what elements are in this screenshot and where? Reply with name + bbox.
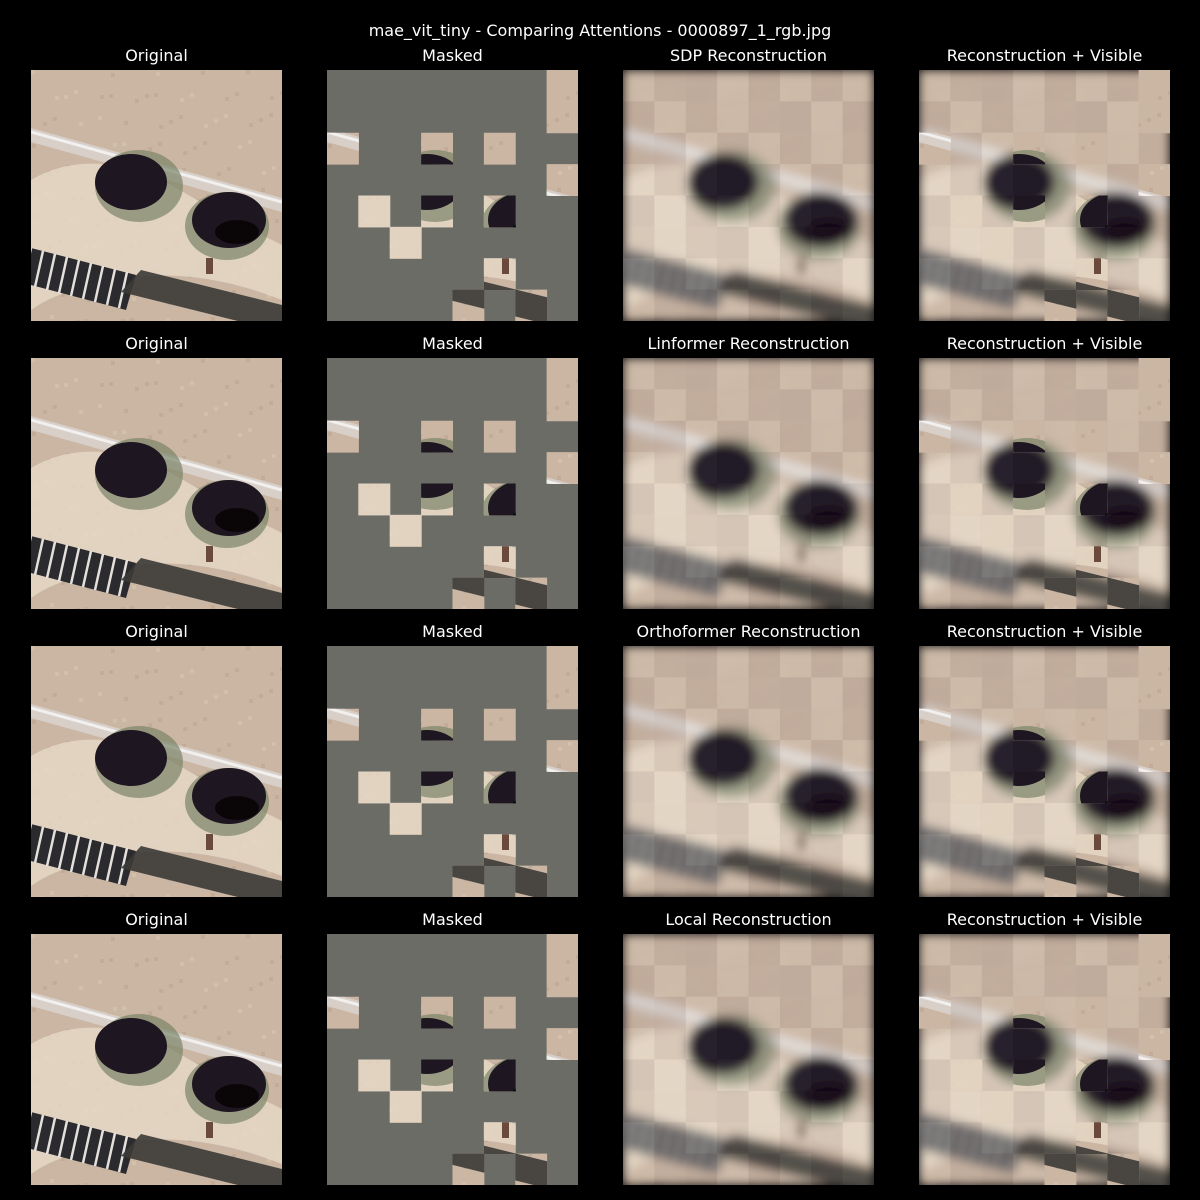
masked-image: [327, 70, 578, 321]
panel-title-masked: Masked: [422, 910, 483, 929]
panel-title-combined: Reconstruction + Visible: [946, 46, 1143, 65]
masked-image: [327, 934, 578, 1185]
original-image: [31, 70, 282, 321]
panel-title-reconstruction: Orthoformer Reconstruction: [636, 622, 861, 641]
reconstruction-image: [623, 358, 874, 609]
figure-title: mae_vit_tiny - Comparing Attentions - 00…: [368, 21, 832, 40]
reconstruction-visible-image: [919, 70, 1170, 321]
panel-title-original: Original: [125, 334, 188, 353]
panel-title-original: Original: [125, 622, 188, 641]
panel-title-combined: Reconstruction + Visible: [946, 334, 1143, 353]
reconstruction-visible-image: [919, 358, 1170, 609]
reconstruction-image: [623, 646, 874, 897]
panel-title-reconstruction: Local Reconstruction: [665, 910, 832, 929]
reconstruction-image: [623, 70, 874, 321]
panel-title-reconstruction: Linformer Reconstruction: [647, 334, 850, 353]
panel-title-combined: Reconstruction + Visible: [946, 910, 1143, 929]
reconstruction-visible-image: [919, 646, 1170, 897]
panel-title-masked: Masked: [422, 622, 483, 641]
masked-image: [327, 358, 578, 609]
panel-title-combined: Reconstruction + Visible: [946, 622, 1143, 641]
original-image: [31, 646, 282, 897]
reconstruction-visible-image: [919, 934, 1170, 1185]
panel-title-masked: Masked: [422, 334, 483, 353]
panel-title-original: Original: [125, 46, 188, 65]
original-image: [31, 358, 282, 609]
masked-image: [327, 646, 578, 897]
panel-title-masked: Masked: [422, 46, 483, 65]
panel-title-original: Original: [125, 910, 188, 929]
reconstruction-image: [623, 934, 874, 1185]
panel-title-reconstruction: SDP Reconstruction: [670, 46, 827, 65]
original-image: [31, 934, 282, 1185]
